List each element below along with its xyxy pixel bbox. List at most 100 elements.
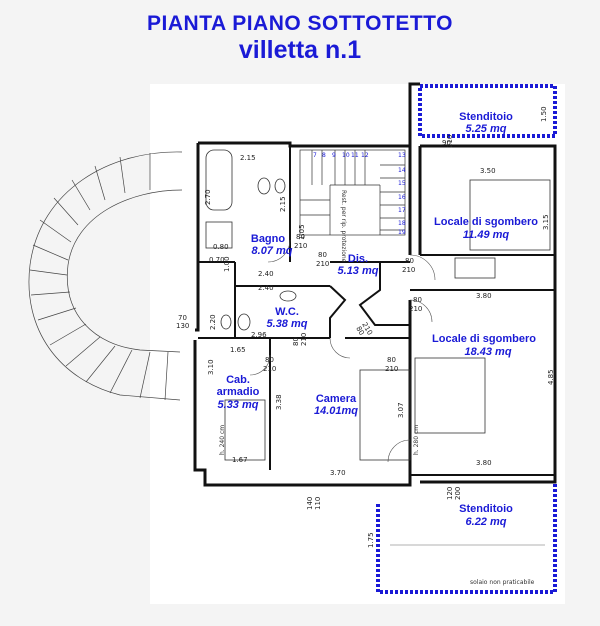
dim-label: 80 — [413, 296, 422, 304]
dim-label: 90 — [442, 139, 451, 147]
dim-label: 210 — [409, 305, 422, 313]
dim-label: 0.80 — [213, 243, 229, 251]
dim-label: 2.20 — [209, 314, 217, 330]
dim-label: 2.40 — [258, 284, 274, 292]
room-area-bagno: 8.07 mq — [252, 245, 293, 257]
stair-step-number: 8 — [322, 152, 326, 159]
dim-label: 3.38 — [275, 394, 283, 410]
stair-step-number: 13 — [398, 152, 406, 159]
stair-step-number: 19 — [398, 229, 406, 236]
terrace-top — [418, 84, 557, 138]
stair-step-number: 12 — [361, 152, 369, 159]
bathtub-icon — [205, 149, 233, 211]
dim-label: 210 — [316, 260, 329, 268]
dim-label: 1.05 — [298, 224, 306, 240]
stair-step-number: 14 — [398, 167, 406, 174]
dim-label: 3.15 — [542, 214, 550, 230]
dim-label: 140 — [306, 497, 314, 510]
desk-icon — [454, 257, 496, 279]
dim-label: 3.10 — [207, 359, 215, 375]
note-h240: h. 240 cm — [219, 425, 226, 455]
plan-subtitle: villetta n.1 — [238, 36, 362, 64]
dim-label: 2.40 — [258, 270, 274, 278]
dim-label: 210 — [402, 266, 415, 274]
room-area-stenditoio-top: 5.25 mq — [466, 123, 507, 135]
plan-background — [150, 84, 565, 604]
interior-stair — [299, 149, 406, 236]
dim-label: 1.00 — [223, 256, 231, 272]
fixtures — [205, 149, 551, 461]
dim-label: 210 — [300, 333, 308, 346]
room-name-armadio: armadio — [217, 386, 260, 398]
dim-label: 2.15 — [240, 154, 256, 162]
dim-label: 130 — [176, 322, 189, 330]
double-bed-icon-2 — [414, 357, 486, 434]
dim-label: 2.96 — [251, 331, 267, 339]
dim-label: 120 — [446, 487, 454, 500]
wc-toilet-icon — [237, 313, 251, 331]
note-h280: h. 280 cm — [413, 425, 420, 455]
note-solaio: solaio non praticabile — [470, 579, 535, 586]
dim-label: 210 — [446, 135, 454, 148]
dim-label: 0.70 — [209, 256, 225, 264]
dim-label: 110 — [314, 497, 322, 510]
dim-label: 80 — [387, 356, 396, 364]
wc-bidet-icon — [220, 314, 232, 330]
room-name-locale-sgombero-1: Locale di sgombero — [434, 216, 538, 228]
dim-label: 80 — [405, 257, 414, 265]
dim-label: 80 — [265, 356, 274, 364]
dim-label: 3.07 — [397, 402, 405, 418]
dimension-labels: 2.15 2.70 2.15 0.80 1.00 0.70 2.40 2.40 … — [176, 106, 555, 548]
stair-step-number: 17 — [398, 207, 406, 214]
dim-label: 1.67 — [232, 456, 248, 464]
room-name-dis: Dis. — [348, 253, 368, 265]
room-name-locale-sgombero-2: Locale di sgombero — [432, 333, 536, 345]
dim-label: 200 — [454, 487, 462, 500]
dim-label: 1.50 — [540, 106, 548, 122]
room-area-locale-sgombero-1: 11.49 mq — [463, 229, 510, 241]
dim-label: 80 — [292, 337, 300, 346]
room-area-cab-armadio: 5.33 mq — [218, 399, 259, 411]
room-area-wc: 5.38 mq — [267, 318, 308, 330]
stair-step-number: 10 — [342, 152, 350, 159]
stair-step-number: 11 — [351, 152, 359, 159]
dim-label: 210 — [385, 365, 398, 373]
dim-label: 2.15 — [279, 196, 287, 212]
dim-label: 3.80 — [476, 292, 492, 300]
room-name-camera: Camera — [316, 393, 357, 405]
bidet-icon — [274, 178, 286, 194]
dim-label: 2.70 — [204, 189, 212, 205]
sink-icon — [279, 290, 297, 302]
stair-step-number: 16 — [398, 194, 406, 201]
dim-label: 1.75 — [367, 532, 375, 548]
room-name-stenditoio-top: Stenditoio — [459, 111, 513, 123]
room-area-stenditoio-bottom: 6.22 mq — [466, 516, 507, 528]
dim-label: 80 — [318, 251, 327, 259]
dim-label: 4.85 — [547, 369, 555, 385]
bed-icon-1 — [469, 179, 551, 251]
dim-label: 3.50 — [480, 167, 496, 175]
room-area-locale-sgombero-2: 18.43 mq — [464, 346, 511, 358]
toilet-icon — [257, 177, 271, 195]
dim-label: 3.70 — [330, 469, 346, 477]
note-stair: Rest. per rip. protezione — [340, 190, 347, 263]
terrace-bottom — [376, 482, 557, 594]
stair-step-number: 7 — [313, 152, 317, 159]
dim-label: 80 — [354, 325, 365, 337]
interior-walls — [198, 146, 555, 476]
dim-label: 3.80 — [476, 459, 492, 467]
stair-step-number: 15 — [398, 180, 406, 187]
plan-title: PIANTA PIANO SOTTOTETTO — [147, 12, 453, 35]
room-name-cab: Cab. — [226, 374, 250, 386]
room-area-camera: 14.01mq — [314, 405, 358, 417]
room-area-dis: 5.13 mq — [338, 265, 379, 277]
dim-label: 210 — [263, 365, 276, 373]
room-name-wc: W.C. — [275, 306, 299, 318]
wardrobe-icon — [224, 399, 266, 461]
shower-icon — [205, 221, 233, 249]
room-name-stenditoio-bottom: Stenditoio — [459, 503, 513, 515]
dim-label: 1.65 — [230, 346, 246, 354]
dim-label: 210 — [294, 242, 307, 250]
